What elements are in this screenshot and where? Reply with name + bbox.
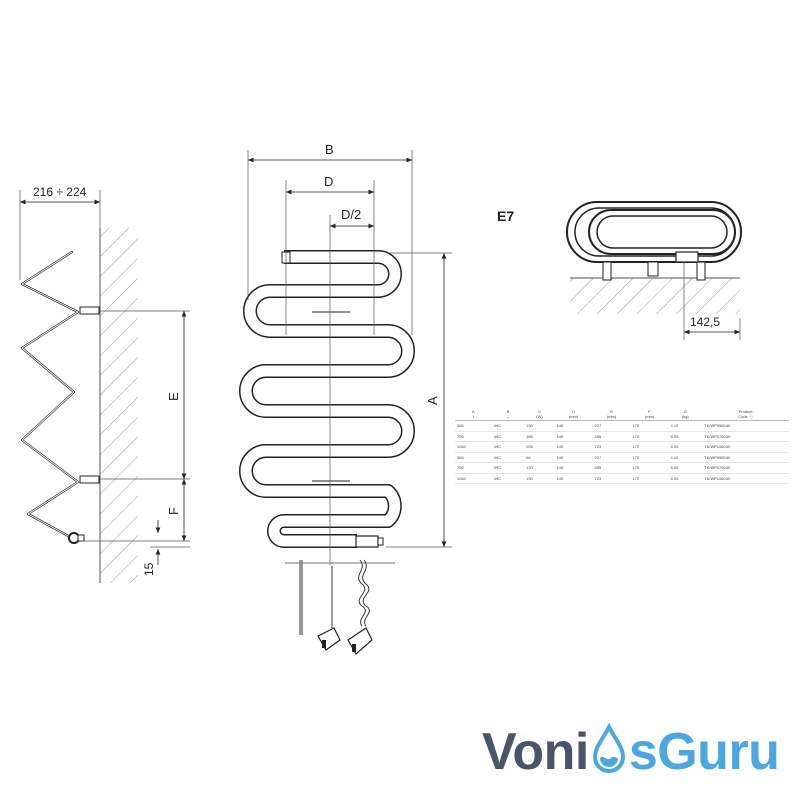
spec-table-header: A↕ B↔ ▭(W) D(mm) E(mm) F(mm) ⚖(kg) Produ… bbox=[455, 404, 789, 421]
dim-B: B bbox=[325, 142, 334, 157]
spec-table-cell: TK/WP05604X bbox=[702, 452, 789, 463]
side-view: 216 ÷ 224 E F 15 bbox=[19, 185, 190, 583]
col-E: E(mm) bbox=[592, 404, 631, 421]
spec-table-cell: 6,00 bbox=[668, 441, 703, 453]
e7-heater bbox=[675, 251, 699, 263]
spec-table-cell: 6,00 bbox=[668, 473, 703, 484]
col-power: ▭(W) bbox=[524, 404, 555, 421]
spec-table-cell: 140 bbox=[554, 473, 593, 484]
spec-table-cell: 4,10 bbox=[668, 452, 703, 463]
serpentine-tube bbox=[239, 250, 415, 548]
dim-D-half: D/2 bbox=[341, 207, 361, 222]
spec-table-cell: 796 bbox=[455, 462, 492, 474]
spec-table-cell: TK/WP10604X bbox=[702, 441, 789, 453]
spec-table-cell: 130 bbox=[524, 420, 555, 432]
upper-bracket bbox=[79, 306, 100, 315]
spec-table-cell: 49C bbox=[491, 441, 525, 453]
dim-A: A bbox=[425, 396, 440, 405]
dim-D: D bbox=[324, 174, 333, 189]
heater-element bbox=[355, 535, 379, 548]
spec-table-cell: 90 bbox=[524, 452, 555, 463]
spec-table-cell: 566 bbox=[455, 452, 492, 463]
spec-table-cell: 723 bbox=[592, 441, 631, 453]
side-zigzag-tube bbox=[20, 250, 80, 540]
col-D: D(mm) bbox=[554, 404, 593, 421]
wall-hatch bbox=[100, 228, 138, 583]
col-A: A↕ bbox=[455, 404, 492, 421]
spec-table-cell: 140 bbox=[554, 441, 593, 453]
spec-table-cell: 49C bbox=[491, 452, 525, 463]
plug-right bbox=[347, 627, 373, 655]
spec-table-cell: 49C bbox=[491, 431, 525, 442]
spec-table-cell: 5,00 bbox=[668, 462, 703, 474]
logo-text-voni: Voni bbox=[482, 723, 589, 781]
spec-table-cell: 227 bbox=[592, 452, 631, 463]
dim-15: 15 bbox=[142, 562, 156, 576]
spec-table: A↕ B↔ ▭(W) D(mm) E(mm) F(mm) ⚖(kg) Produ… bbox=[455, 404, 789, 484]
e7-bracket-right bbox=[696, 261, 706, 281]
logo-text-sguru: sGuru bbox=[628, 723, 780, 781]
spec-table-cell: 170 bbox=[630, 462, 669, 474]
front-view: B D D/2 A bbox=[239, 142, 452, 655]
spec-table-cell: 170 bbox=[630, 473, 669, 484]
spec-table-cell: TK/WP07904X bbox=[702, 462, 789, 474]
spec-table-cell: 130 bbox=[524, 473, 555, 484]
spec-table-cell: 170 bbox=[630, 441, 669, 453]
spec-table-cell: TK/WP05604X bbox=[702, 420, 789, 432]
col-weight: ⚖(kg) bbox=[668, 404, 703, 421]
spec-table-cell: 455 bbox=[592, 431, 631, 442]
spec-table-cell: 227 bbox=[592, 420, 631, 432]
water-drop-icon bbox=[589, 723, 629, 775]
spec-table-cell: 723 bbox=[592, 473, 631, 484]
spec-table-cell: 49C bbox=[491, 420, 525, 432]
spec-table-cell: 205 bbox=[524, 441, 555, 453]
spec-table-cell: 170 bbox=[630, 420, 669, 432]
spec-table-cell: 140 bbox=[554, 462, 593, 474]
dim-F: F bbox=[166, 507, 181, 515]
plug-left bbox=[317, 627, 341, 651]
power-cables bbox=[285, 559, 395, 635]
spec-table-cell: 140 bbox=[554, 431, 593, 442]
spec-table-cell: 4,10 bbox=[668, 420, 703, 432]
spec-table-cell: 1062 bbox=[455, 473, 492, 484]
col-F: F(mm) bbox=[630, 404, 669, 421]
dim-E: E bbox=[166, 392, 181, 401]
spec-table-cell: 49C bbox=[491, 462, 525, 474]
dim-e7-depth: 142,5 bbox=[690, 315, 720, 329]
spec-table-cell: 5,00 bbox=[668, 431, 703, 442]
e7-wall-hatch bbox=[570, 278, 740, 314]
spec-table-cell: TK/WP07904X bbox=[702, 431, 789, 442]
spec-table-cell: 130 bbox=[524, 462, 555, 474]
spec-table-cell: 1062 bbox=[455, 441, 492, 453]
e7-bracket-left bbox=[602, 261, 612, 281]
spec-table-cell: 170 bbox=[630, 452, 669, 463]
lower-bracket bbox=[79, 475, 100, 484]
spec-table-cell: 796 bbox=[455, 431, 492, 442]
spec-table-cell: 140 bbox=[554, 452, 593, 463]
spec-table-cell: 140 bbox=[554, 420, 593, 432]
e7-label: E7 bbox=[497, 208, 514, 224]
spec-table-cell: 566 bbox=[455, 420, 492, 432]
spec-table-cell: TK/WP10604X bbox=[702, 473, 789, 484]
spec-table-cell: 49C bbox=[491, 473, 525, 484]
vonios-guru-logo: Voni sGuru bbox=[482, 722, 780, 782]
col-B: B↔ bbox=[491, 404, 525, 421]
e7-top-view: E7 142,5 bbox=[497, 201, 742, 340]
dim-wall-offset: 216 ÷ 224 bbox=[33, 185, 87, 199]
spec-table-cell: 165 bbox=[524, 431, 555, 442]
spec-table-cell: 170 bbox=[630, 431, 669, 442]
spec-table-cell: 455 bbox=[592, 462, 631, 474]
